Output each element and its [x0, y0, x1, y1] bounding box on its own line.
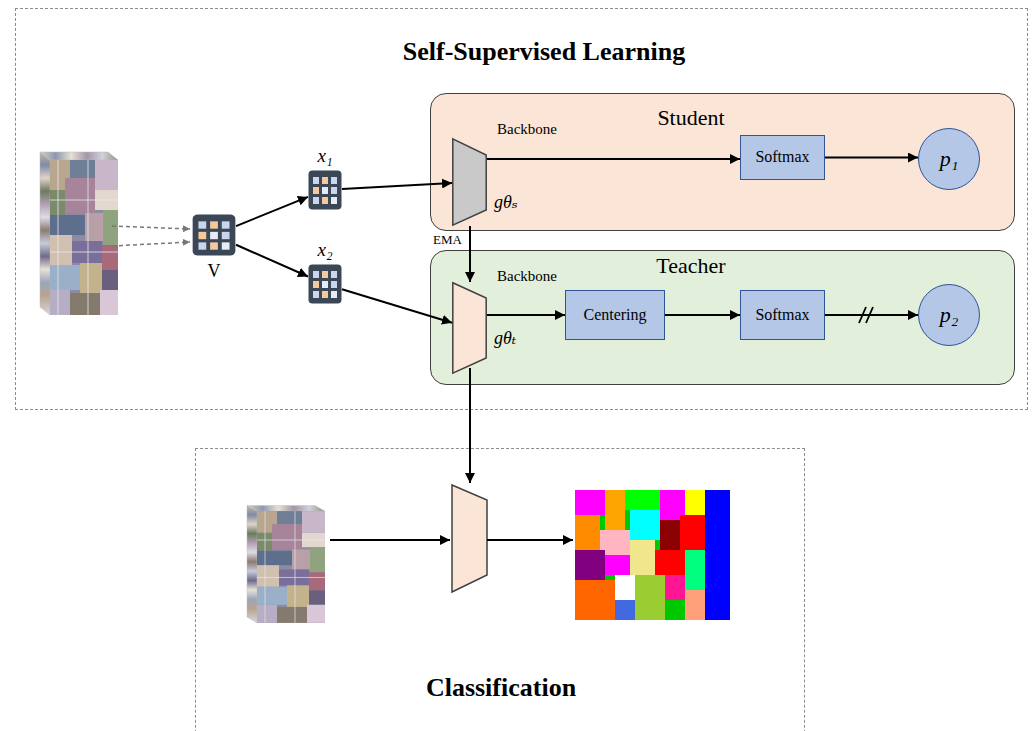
parameter-label: gθₜ — [494, 328, 516, 349]
teacher-panel: TeacherBackbonegθₜCenteringSoftmaxp₂ — [430, 250, 1015, 385]
panel-title: Teacher — [656, 253, 725, 278]
backbone-label: Backbone — [497, 268, 557, 285]
flow-arrow — [825, 314, 918, 316]
patch-icon — [308, 264, 342, 304]
encoder-trapezoid — [452, 282, 487, 374]
patch-node: V — [192, 214, 236, 256]
patch-label: x₁ — [317, 145, 332, 167]
classifier-backbone — [452, 485, 487, 592]
input-arrow — [330, 539, 450, 541]
patch-label: V — [208, 261, 221, 282]
encoder-trapezoid — [452, 138, 487, 226]
output-circle: p₂ — [918, 284, 980, 346]
sample-line — [112, 226, 190, 229]
patch-node: x₂ — [308, 264, 342, 304]
flow-arrow — [487, 158, 740, 160]
sample-line — [112, 242, 190, 246]
backbone-node: Backbonegθₛ — [452, 138, 487, 226]
patch-icon — [192, 214, 236, 256]
patch-icon — [308, 170, 342, 210]
student-panel: StudentBackbonegθₛSoftmaxp₁ — [430, 93, 1015, 231]
process-box: Softmax — [740, 135, 825, 180]
flow-arrow — [236, 245, 308, 277]
backbone-label: Backbone — [497, 121, 557, 138]
output-circle: p₁ — [918, 128, 980, 190]
flow-arrow — [487, 314, 565, 316]
flow-arrow — [825, 157, 918, 159]
patch-node: x₁ — [308, 170, 342, 210]
region-title: Classification — [426, 673, 576, 703]
panel-title: Student — [657, 105, 724, 130]
classification-map — [575, 490, 730, 620]
process-label: Centering — [583, 306, 646, 324]
flow-arrow — [236, 197, 308, 226]
process-box: Centering — [565, 290, 665, 340]
transfer-line — [469, 368, 471, 483]
output-label: p₂ — [940, 302, 959, 327]
flow-arrow — [469, 226, 471, 282]
parameter-label: gθₛ — [494, 192, 518, 213]
process-label: Softmax — [755, 148, 809, 166]
region-title: Self-Supervised Learning — [403, 37, 685, 67]
flow-arrow — [665, 314, 740, 316]
process-label: Softmax — [755, 306, 809, 324]
output-label: p₁ — [940, 146, 959, 171]
patch-label: x₂ — [317, 239, 332, 261]
backbone-node: Backbonegθₜ — [452, 282, 487, 374]
process-box: Softmax — [740, 290, 825, 340]
edge-label: EMA — [433, 233, 462, 248]
region-box: Self-Supervised LearningVx₁ x₂ StudentBack… — [15, 8, 1028, 410]
hyperspectral-cube — [40, 152, 118, 315]
output-arrow — [487, 539, 573, 541]
hyperspectral-cube — [247, 505, 325, 622]
